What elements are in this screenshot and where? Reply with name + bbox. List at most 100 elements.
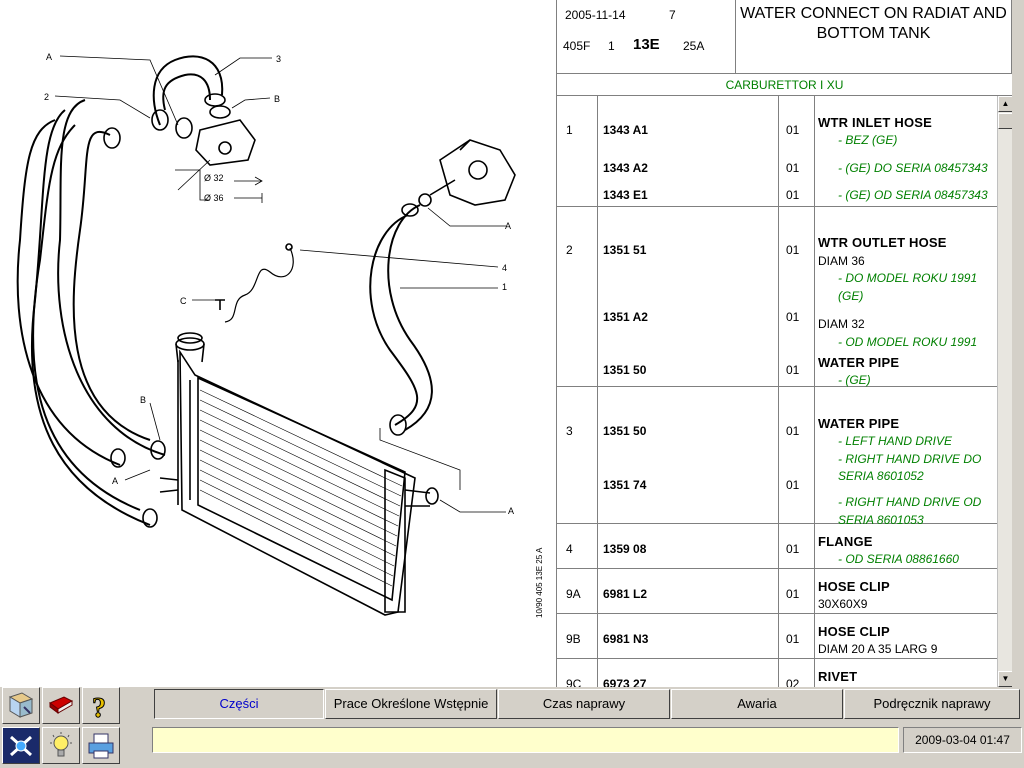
part-position: 9C	[566, 677, 582, 687]
part-note: (GE)	[838, 289, 864, 303]
part-quantity: 01	[786, 363, 800, 377]
scroll-up-icon[interactable]: ▲	[998, 96, 1013, 112]
part-reference: 1359 08	[603, 542, 647, 556]
part-note: - OD MODEL ROKU 1991	[838, 335, 978, 349]
diagram-callout: 1	[502, 282, 507, 292]
column-divider	[778, 659, 815, 687]
diagram-callout: 4	[502, 263, 507, 273]
part-quantity: 01	[786, 310, 800, 324]
part-reference: 1343 E1	[603, 188, 648, 202]
column-divider	[557, 96, 598, 206]
sub-group-code: 25A	[683, 39, 705, 53]
part-name: WTR INLET HOSE	[818, 115, 933, 130]
part-quantity: 01	[786, 123, 800, 137]
part-reference: 1351 74	[603, 478, 647, 492]
part-name: WATER PIPE	[818, 416, 900, 431]
part-position: 1	[566, 123, 573, 137]
part-reference: 6973 27	[603, 677, 647, 687]
diagram-callout: B	[274, 94, 280, 104]
page-number: 7	[669, 8, 676, 22]
part-note: - OD SERIA 08861660	[838, 552, 959, 566]
part-spec: DIAM 20 A 35 LARG 9	[818, 642, 938, 656]
diagram-callout: 3	[276, 54, 281, 64]
column-divider	[778, 524, 815, 568]
part-reference: 6981 L2	[603, 587, 648, 601]
lightbulb-icon[interactable]	[42, 727, 80, 764]
help-question-icon[interactable]: ?	[82, 687, 120, 724]
column-divider	[778, 387, 815, 523]
part-note: - (GE) DO SERIA 08457343	[838, 161, 988, 175]
part-position: 3	[566, 424, 573, 438]
column-divider	[557, 659, 598, 687]
part-quantity: 01	[786, 587, 800, 601]
tab-czesci[interactable]: Części	[154, 689, 324, 719]
part-position: 9B	[566, 632, 581, 646]
scroll-thumb[interactable]	[998, 113, 1013, 129]
diagram-callout: C	[180, 296, 187, 306]
diagram-callout: B	[140, 395, 146, 405]
vehicle-select-icon[interactable]	[2, 727, 40, 764]
diagram-callout: Ø 32	[204, 173, 224, 183]
parts-scrollbar[interactable]: ▲ ▼	[997, 96, 1013, 687]
column-divider	[557, 569, 598, 613]
status-message	[152, 727, 899, 753]
part-note: SERIA 8601053	[838, 513, 924, 527]
part-reference: 1351 50	[603, 363, 647, 377]
part-name: FLANGE	[818, 534, 873, 549]
part-note: - (GE) OD SERIA 08457343	[838, 188, 988, 202]
tab-prace-okreslone[interactable]: Prace Określone Wstępnie	[325, 689, 497, 719]
diagram-callout: A	[508, 506, 514, 516]
part-reference: 1343 A1	[603, 123, 648, 137]
part-reference: 1351 50	[603, 424, 647, 438]
page-header: 2005-11-14 7 405F 1 13E 25A WATER CONNEC…	[557, 0, 1012, 74]
status-clock: 2009-03-04 01:47	[903, 727, 1022, 753]
parts-book-icon[interactable]	[2, 687, 40, 724]
red-book-icon[interactable]	[42, 687, 80, 724]
parts-diagram[interactable]: A 3 2 B Ø 32 Ø 36 A 4 1 C B A A 10/90 40…	[0, 0, 557, 687]
printer-icon[interactable]	[82, 727, 120, 764]
tab-czas-naprawy[interactable]: Czas naprawy	[498, 689, 670, 719]
section-label: CARBURETTOR I XU	[557, 74, 1012, 96]
model-code: 405F	[563, 39, 591, 53]
part-quantity: 01	[786, 424, 800, 438]
diagram-callout: Ø 36	[204, 193, 224, 203]
part-reference: 1343 A2	[603, 161, 648, 175]
diagram-callout: A	[46, 52, 52, 62]
part-note: SERIA 8601052	[838, 469, 924, 483]
part-note: - (GE)	[838, 373, 871, 387]
part-quantity: 02	[786, 677, 800, 687]
tab-podrecznik-naprawy[interactable]: Podręcznik naprawy	[844, 689, 1020, 719]
diagram-callout: A	[505, 221, 511, 231]
part-reference: 1351 51	[603, 243, 647, 257]
column-divider	[778, 569, 815, 613]
part-quantity: 01	[786, 632, 800, 646]
toolbar: ?	[0, 687, 152, 768]
part-position: 9A	[566, 587, 581, 601]
scroll-down-icon[interactable]: ▼	[998, 671, 1013, 687]
svg-text:?: ?	[92, 693, 106, 721]
part-note: - RIGHT HAND DRIVE DO	[838, 452, 982, 466]
part-quantity: 01	[786, 243, 800, 257]
page-title: WATER CONNECT ON RADIAT AND BOTTOM TANK	[735, 0, 1012, 74]
part-name: WATER PIPE	[818, 355, 900, 370]
column-divider	[557, 387, 598, 523]
catalog-date: 2005-11-14	[565, 8, 626, 22]
part-quantity: 01	[786, 478, 800, 492]
part-position: 4	[566, 542, 573, 556]
part-reference: 6981 N3	[603, 632, 649, 646]
column-divider	[778, 207, 815, 386]
part-reference: 1351 A2	[603, 310, 648, 324]
column-divider	[778, 614, 815, 658]
diagram-drawing: A 3 2 B Ø 32 Ø 36 A 4 1 C B A A 10/90 40…	[16, 52, 544, 618]
tab-awaria[interactable]: Awaria	[671, 689, 843, 719]
part-name: WTR OUTLET HOSE	[818, 235, 947, 250]
